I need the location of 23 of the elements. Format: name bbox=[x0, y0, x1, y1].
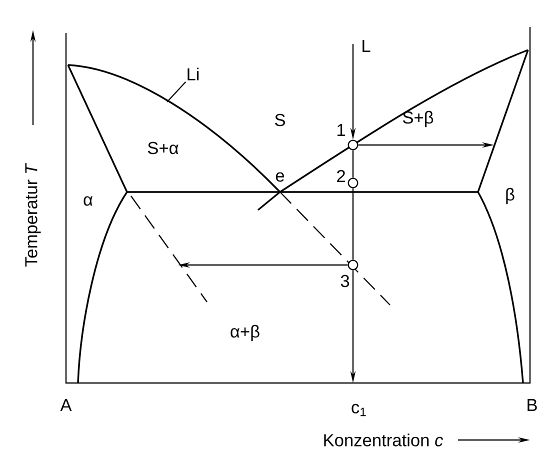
point-number: 1 bbox=[338, 124, 345, 136]
axis-title: Konzentration c bbox=[324, 434, 444, 446]
edge-label: L bbox=[360, 38, 372, 54]
point-label: e bbox=[276, 172, 284, 182]
region-label: α bbox=[84, 196, 92, 206]
axis-end-label: A bbox=[60, 399, 72, 411]
concentration-label: c$_{1}$ bbox=[352, 404, 366, 416]
region-label: α+β bbox=[230, 324, 260, 342]
connector-line bbox=[352, 150, 354, 178]
point-number: 2 bbox=[337, 170, 345, 182]
axis-end-label: B bbox=[528, 399, 537, 411]
connector-line bbox=[352, 188, 354, 260]
region-label: β bbox=[506, 188, 514, 204]
point-marker bbox=[348, 140, 358, 150]
curve-label: Li bbox=[188, 68, 199, 80]
region-label: S bbox=[275, 114, 285, 126]
region-label: S+α bbox=[148, 142, 178, 154]
region-label: S+β bbox=[402, 110, 434, 128]
point-number: 3 bbox=[340, 274, 350, 288]
point-marker bbox=[348, 178, 358, 188]
point-marker bbox=[348, 260, 358, 270]
leader-line bbox=[166, 81, 186, 102]
axis-title: Temperatur T bbox=[25, 162, 41, 267]
